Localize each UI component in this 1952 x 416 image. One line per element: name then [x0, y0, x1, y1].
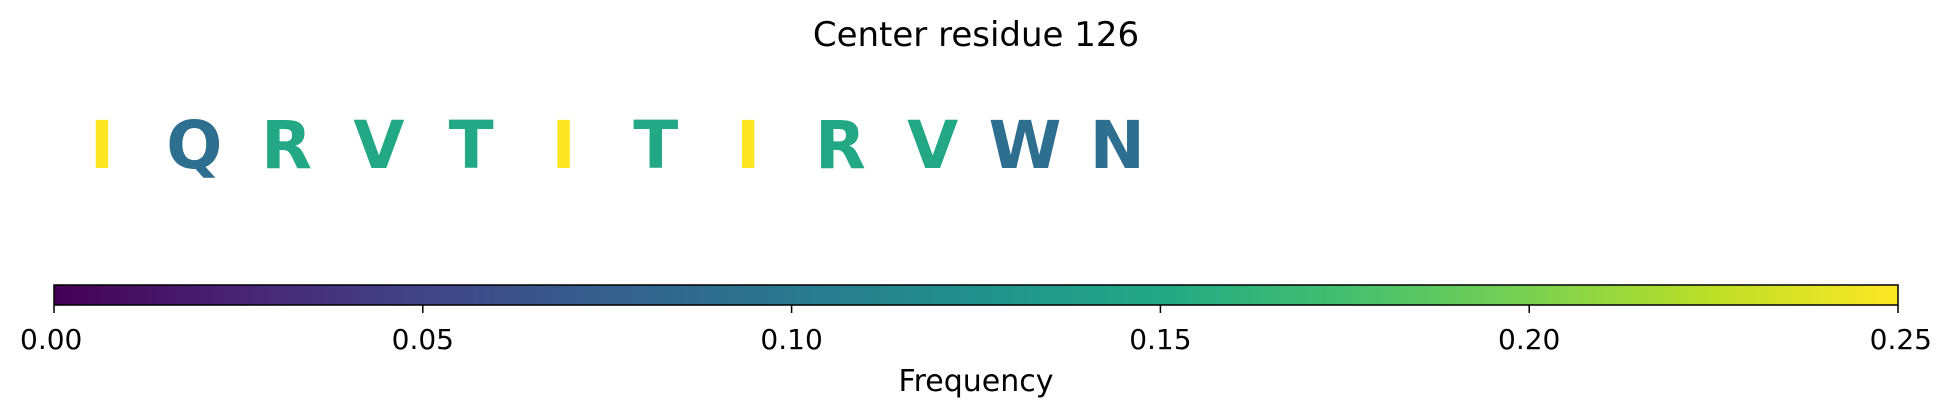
colorbar-tick-label: 0.05 — [392, 323, 454, 356]
colorbar-ticks: 0.00 0.05 0.10 0.15 0.20 0.25 — [20, 305, 1932, 356]
colorbar — [53, 284, 1899, 306]
residue-letter: R — [261, 107, 312, 184]
residue-letter: I — [90, 107, 115, 184]
residue-letter: T — [633, 107, 678, 184]
residue-letter: R — [815, 107, 866, 184]
colorbar-tick-label: 0.00 — [20, 323, 82, 356]
residue-letter: N — [1090, 107, 1145, 184]
residue-letter: V — [907, 107, 958, 184]
residue-letter: T — [449, 107, 494, 184]
colorbar-label: Frequency — [899, 364, 1054, 399]
chart-title: Center residue 126 — [813, 15, 1139, 55]
colorbar-tick-label: 0.15 — [1129, 323, 1191, 356]
residue-letter: Q — [166, 107, 222, 184]
residue-letter: I — [551, 107, 576, 184]
colorbar-tick-label: 0.10 — [760, 323, 822, 356]
residue-letter: W — [989, 107, 1062, 184]
residue-letter: V — [353, 107, 404, 184]
colorbar-tick-label: 0.25 — [1870, 323, 1932, 356]
residue-letter: I — [736, 107, 761, 184]
colorbar-tick-label: 0.20 — [1498, 323, 1560, 356]
